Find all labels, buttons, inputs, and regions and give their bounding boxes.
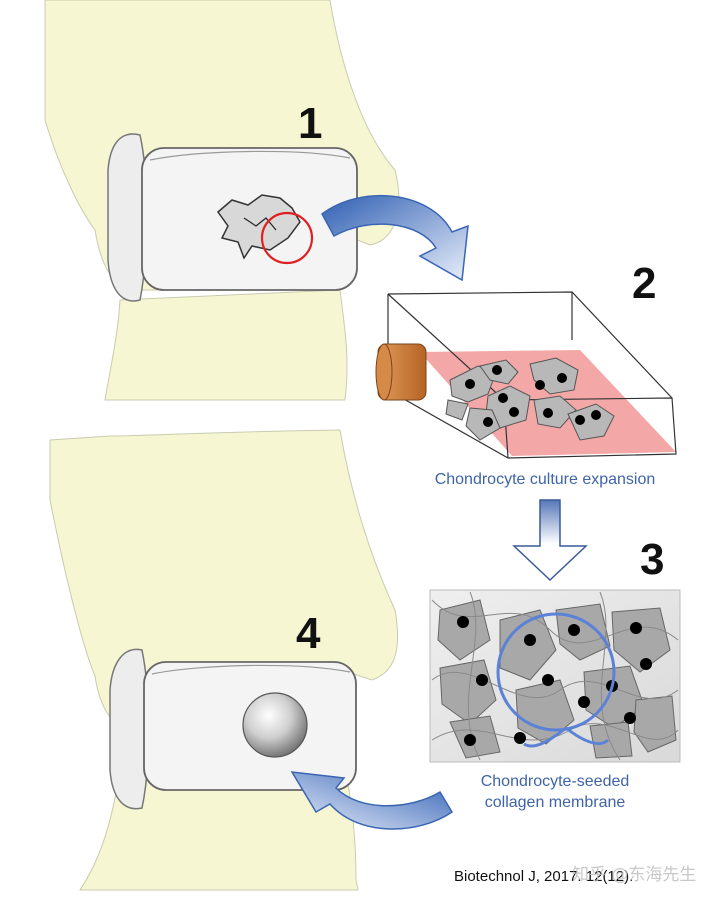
tibia-bone-bottom <box>79 769 359 891</box>
collagen-fiber <box>599 591 621 761</box>
cap-face <box>375 343 393 401</box>
watermark: 知乎 @东海先生 <box>572 865 697 885</box>
membrane-magnifier-loop <box>496 612 616 748</box>
cultured-cells <box>445 357 615 441</box>
step-number-4: 4 <box>296 609 321 658</box>
cell-nucleus <box>535 380 545 390</box>
arrow-step3-to-step4 <box>290 771 454 830</box>
membrane-caption-line1: Chondrocyte-seeded <box>480 773 630 790</box>
collagen-fiber <box>431 672 679 700</box>
cell <box>567 403 615 441</box>
tibia-bone-top <box>104 289 348 401</box>
cartilage-side-top <box>107 133 148 302</box>
cell-nucleus <box>524 634 536 646</box>
cell-nucleus <box>483 417 493 427</box>
citation: Biotechnol J, 2017. 12(12). <box>454 868 634 885</box>
cell-nucleus <box>465 379 475 389</box>
cartilage-top-surface <box>151 664 351 675</box>
cell-nucleus <box>591 410 601 420</box>
cell-nucleus <box>640 658 652 670</box>
step-number-2: 2 <box>632 259 657 308</box>
cell-nucleus <box>543 408 553 418</box>
membrane-caption-line2: collagen membrane <box>484 794 626 811</box>
cell-nucleus <box>514 732 526 744</box>
culture-expansion-caption: Chondrocyte culture expansion <box>434 471 656 488</box>
lesion-crack <box>243 217 277 231</box>
flask-cap <box>375 343 427 401</box>
magnifier-tail <box>523 726 610 748</box>
cell-nucleus <box>630 622 642 634</box>
cartilage-lesion <box>216 194 301 260</box>
cell-nucleus <box>476 674 488 686</box>
membrane-nuclei <box>457 616 652 746</box>
seeded-membrane <box>429 589 681 763</box>
culture-flask <box>375 291 677 459</box>
implant-membrane <box>242 692 308 758</box>
cell-nucleus <box>509 407 519 417</box>
cell <box>465 407 501 441</box>
arrow-step2-to-step3 <box>512 499 588 582</box>
cell-nucleus <box>492 365 502 375</box>
arrow-step1-to-step2 <box>321 195 469 282</box>
joint-bottom-illustration <box>49 429 399 891</box>
cell <box>445 399 469 421</box>
cell-nucleus <box>557 373 567 383</box>
cartilage-side-bottom <box>109 648 150 810</box>
flask-back-edges <box>387 291 673 399</box>
cell-nucleus <box>464 734 476 746</box>
cell <box>611 607 671 673</box>
cell-nucleus <box>568 624 580 636</box>
step-number-1: 1 <box>298 99 323 148</box>
cell-nucleus <box>575 415 585 425</box>
cell-nucleus <box>578 696 590 708</box>
cell <box>533 395 577 429</box>
cell <box>555 603 611 661</box>
step-number-3: 3 <box>640 535 665 584</box>
joint-top-illustration <box>44 0 400 401</box>
cell-nucleus <box>542 674 554 686</box>
magnifier-circle <box>496 612 616 732</box>
cartilage-top-surface <box>149 150 351 161</box>
biopsy-site-circle <box>260 211 314 265</box>
cell-nucleus <box>457 616 469 628</box>
cell <box>589 721 633 759</box>
cell-nucleus <box>498 393 508 403</box>
cell-nucleus <box>624 712 636 724</box>
